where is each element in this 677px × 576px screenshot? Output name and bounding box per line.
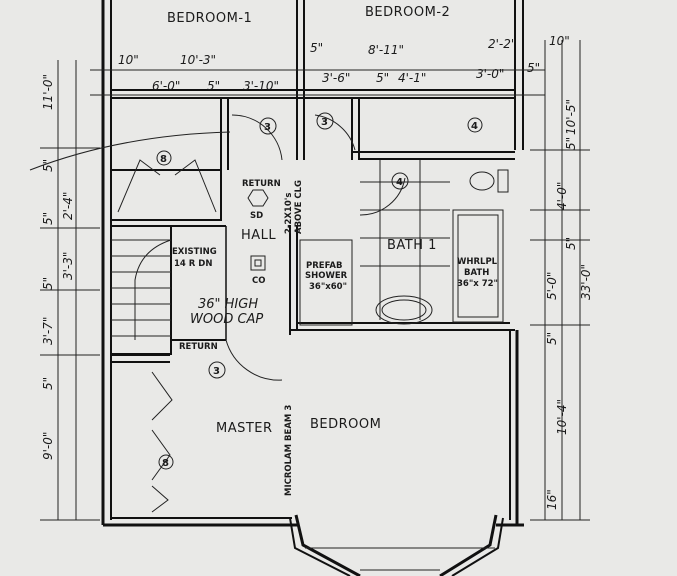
dim-text: 3'-3" (61, 252, 75, 280)
room-label-bedroom-2: BEDROOM-2 (365, 5, 450, 20)
dim-text: 10'-3" (180, 53, 216, 67)
tag-circle (467, 117, 483, 133)
dim-text: 4'-1" (398, 71, 426, 85)
tag-circle (208, 361, 226, 379)
dim-text: 5" (310, 41, 323, 55)
dim-text: 5" (41, 159, 55, 172)
co-detector-icon (250, 255, 266, 271)
stair-risers-label: 14 R DN (174, 259, 212, 269)
dim-text: 5" (564, 237, 578, 250)
dimension-lines (29, 40, 590, 521)
tag-label: 3 (321, 117, 328, 128)
dim-text: 2'-4" (61, 192, 75, 220)
tag-label: 8 (162, 458, 169, 469)
dim-text: 33'-0" (579, 264, 593, 300)
whirlpool-label-1: WHRLPL (457, 257, 498, 267)
dim-text: 2'-2" (488, 37, 516, 51)
tag-circle (158, 454, 174, 470)
tag-circle (391, 172, 409, 190)
smoke-detector-icon (247, 189, 269, 207)
whirlpool-size-label: 36"x 72" (457, 279, 498, 289)
dim-text: 5" (207, 79, 220, 93)
room-label-bedroom-1: BEDROOM-1 (167, 11, 252, 26)
return-label-bottom: RETURN (179, 342, 218, 352)
dim-text: 6'-0" (152, 79, 180, 93)
dim-text: 5" (564, 137, 578, 150)
room-label-bath-1: BATH 1 (387, 238, 437, 253)
bay-window (289, 514, 504, 576)
door-swings (225, 114, 406, 381)
tag-labels: 3 3 3 4 8 8 4 (160, 117, 478, 469)
clg-note-line-2: ABOVE CLG (294, 180, 304, 234)
hall-symbols (247, 189, 269, 271)
dim-text: 8'-11" (368, 43, 404, 57)
exterior-walls (101, 0, 524, 527)
tag-label: 3 (264, 122, 271, 133)
dim-text: 5" (545, 332, 559, 345)
microlam-beam-label: MICROLAM BEAM 3 (284, 405, 294, 496)
tag-circle (156, 150, 172, 166)
existing-stair-label: EXISTING (172, 247, 217, 257)
dim-text: 5" (376, 71, 389, 85)
dim-text: 10" (549, 34, 570, 48)
shower-label-2: SHOWER (305, 271, 348, 281)
dim-text: 10" (118, 53, 139, 67)
room-label-master-bedroom: BEDROOM (310, 417, 381, 432)
bedroom-walls (111, 0, 515, 170)
dim-text: 5'-0" (545, 272, 559, 300)
co-label: CO (252, 276, 265, 286)
staircase (110, 225, 227, 355)
tag-label: 3 (213, 366, 220, 377)
dim-text: 3'-7" (41, 317, 55, 345)
dim-text: 5" (41, 212, 55, 225)
dim-text: 10'-4" (555, 399, 569, 435)
whirlpool-label-2: BATH (464, 268, 489, 278)
dim-text: 5" (527, 61, 540, 75)
dim-text: 4'-0" (555, 182, 569, 210)
dim-text: 9'-0" (41, 432, 55, 460)
tag-label: 8 (160, 154, 167, 165)
tag-label: 4 (396, 177, 403, 188)
dim-text: 3'-10" (243, 79, 279, 93)
dim-text: 11'-0" (41, 74, 55, 110)
dim-text: 16" (545, 489, 559, 510)
dimension-texts: 10" 10'-3" 5" 8'-11" 2'-2" 10" 6'-0" 5" … (41, 34, 593, 510)
dim-text: 3'-0" (476, 67, 504, 81)
tag-label: 4 (471, 121, 478, 132)
tag-circle (259, 117, 277, 135)
dim-text: 5" (41, 277, 55, 290)
bath-walls (289, 160, 515, 335)
closets (110, 159, 222, 513)
room-label-hall: HALL (241, 228, 276, 243)
return-label-top: RETURN (242, 179, 281, 189)
handnote-line-2: WOOD CAP (190, 312, 263, 327)
tag-circle (316, 112, 334, 130)
room-label-master: MASTER (216, 421, 273, 436)
dim-text: 5" (41, 377, 55, 390)
dim-text: 10'-5" (564, 99, 578, 135)
sd-label: SD (250, 211, 263, 221)
shower-size-label: 36"x60" (309, 282, 347, 292)
tag-markers (156, 112, 483, 470)
shower-label-1: PREFAB (306, 261, 342, 271)
handnote-line-1: 36" HIGH (198, 297, 258, 312)
dim-text: 3'-6" (322, 71, 350, 85)
clg-note-line-1: 2-2X10's (284, 193, 294, 234)
